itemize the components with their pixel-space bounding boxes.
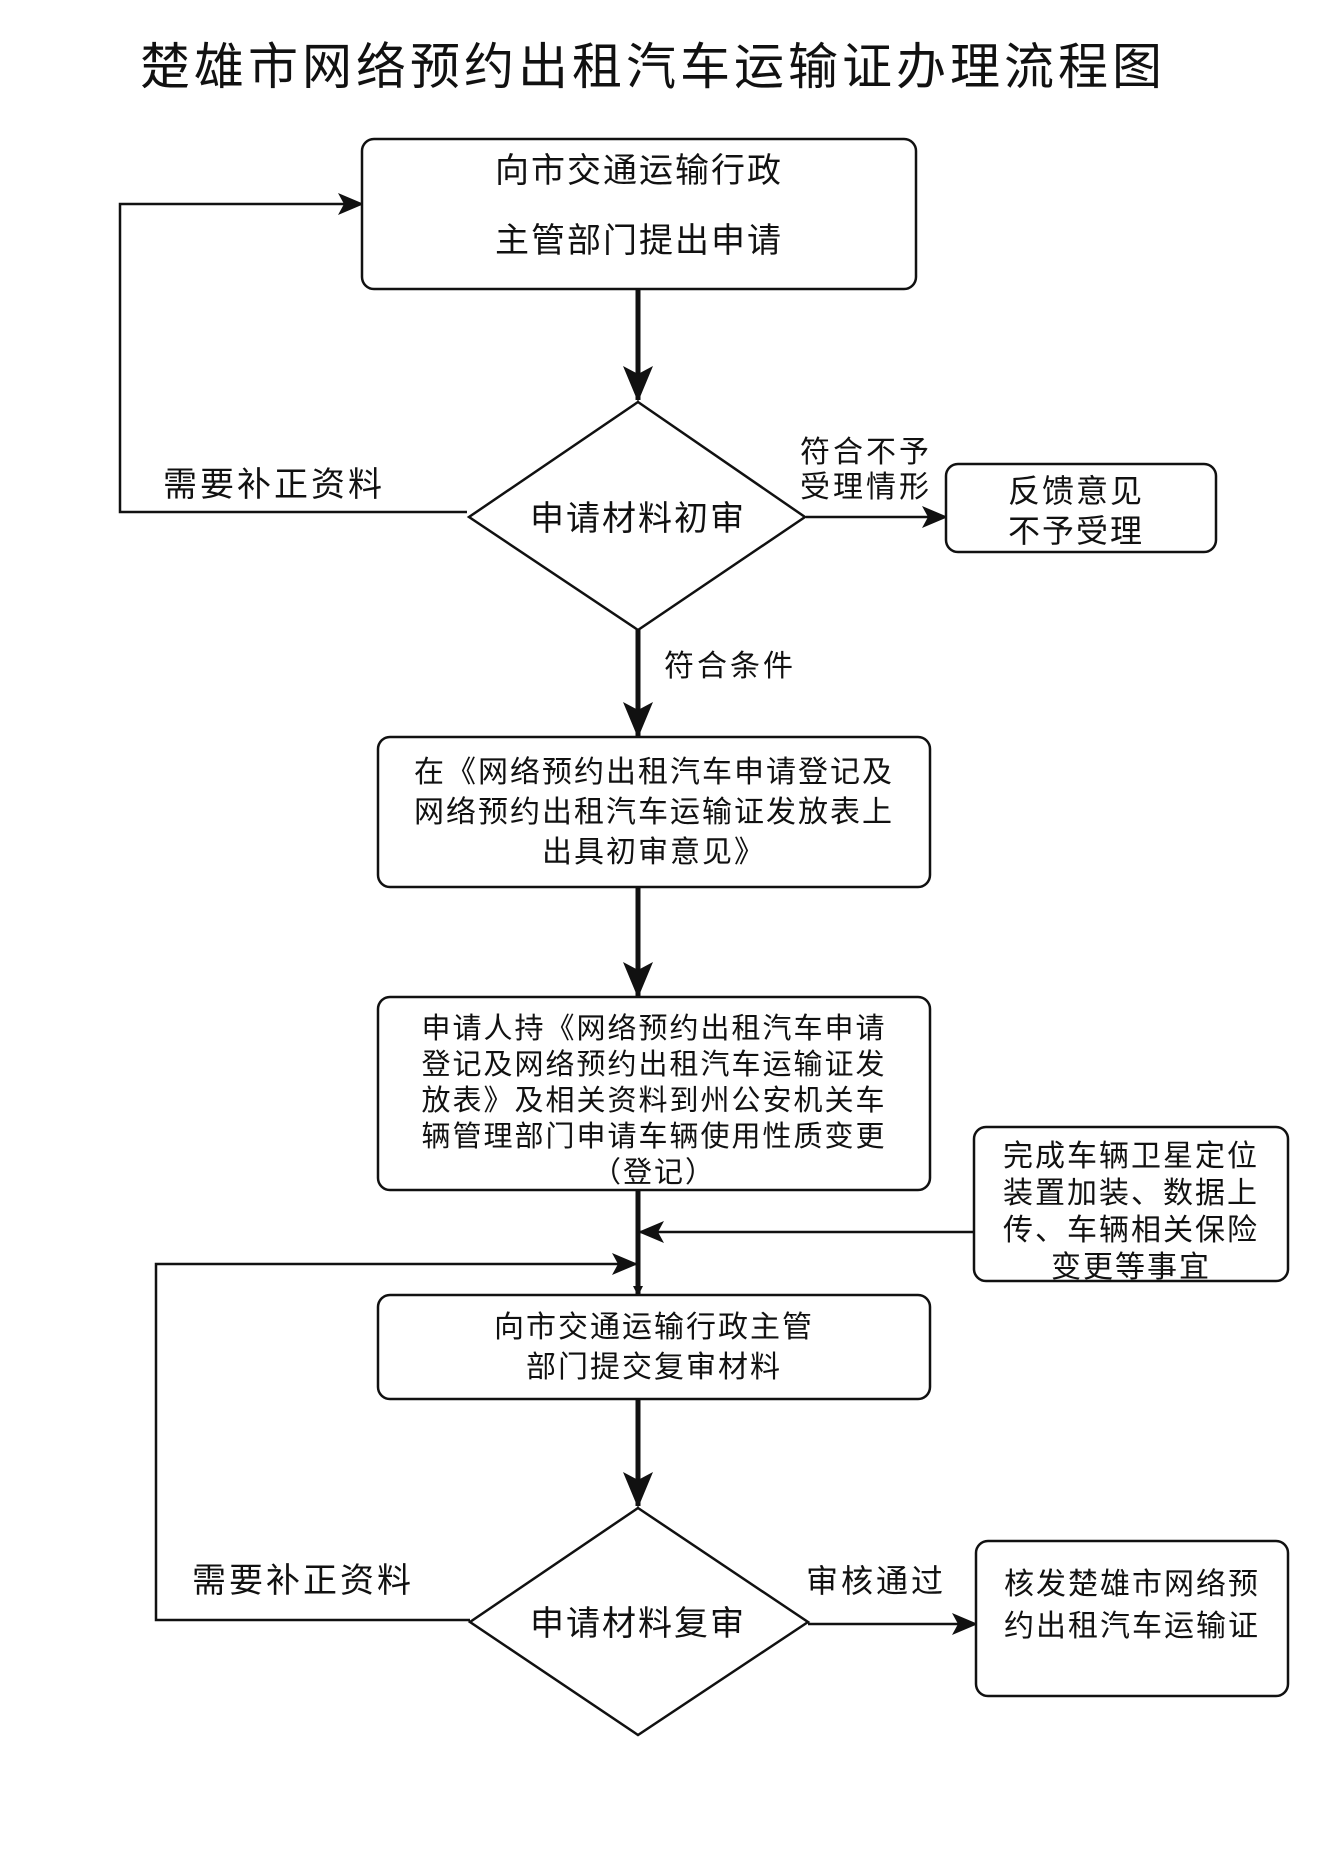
node-initial-opinion-line-2: 网络预约出租汽车运输证发放表上 xyxy=(414,795,894,830)
node-vehicle-change: 申请人持《网络预约出租汽车申请 登记及网络预约出租汽车运输证发 放表》及相关资料… xyxy=(376,995,932,1192)
node-reject-line-1: 反馈意见 xyxy=(1008,472,1144,510)
node-apply: 向市交通运输行政 主管部门提出申请 xyxy=(360,137,918,291)
edge-label-approved: 审核通过 xyxy=(806,1562,946,1600)
node-issue-line-1: 核发楚雄市网络预 xyxy=(1004,1567,1260,1602)
node-satellite-line-4: 变更等事宜 xyxy=(1051,1250,1211,1285)
node-vehicle-change-line-4: 辆管理部门申请车辆使用性质变更 xyxy=(421,1119,886,1153)
edge-label-not-accept-line-2: 受理情形 xyxy=(800,470,932,505)
edge-initial-review-supplement xyxy=(118,193,467,514)
node-issue-line-2: 约出租汽车运输证 xyxy=(1004,1609,1260,1644)
node-satellite-line-3: 传、车辆相关保险 xyxy=(1003,1213,1259,1248)
edge-label-not-accept-line-1: 符合不予 xyxy=(800,435,932,470)
node-vehicle-change-line-5: （登记） xyxy=(592,1155,716,1189)
node-apply-line-2: 主管部门提出申请 xyxy=(495,221,783,261)
edge-label-supplement-1: 需要补正资料 xyxy=(163,465,385,505)
node-initial-review: 申请材料初审 xyxy=(466,400,808,632)
node-vehicle-change-line-2: 登记及网络预约出租汽车运输证发 xyxy=(421,1047,886,1081)
node-submit-review: 向市交通运输行政主管 部门提交复审材料 xyxy=(376,1293,932,1401)
node-initial-review-label: 申请材料初审 xyxy=(530,499,746,539)
node-satellite: 完成车辆卫星定位 装置加装、数据上 传、车辆相关保险 变更等事宜 xyxy=(972,1125,1290,1285)
node-vehicle-change-line-3: 放表》及相关资料到州公安机关车 xyxy=(421,1083,886,1117)
edge-label-meets: 符合条件 xyxy=(664,649,796,684)
node-reject-line-2: 不予受理 xyxy=(1008,512,1144,550)
node-initial-opinion: 在《网络预约出租汽车申请登记及 网络预约出租汽车运输证发放表上 出具初审意见》 xyxy=(376,735,932,889)
node-second-review-label: 申请材料复审 xyxy=(530,1604,746,1644)
node-apply-line-1: 向市交通运输行政 xyxy=(495,151,783,191)
node-reject: 反馈意见 不予受理 xyxy=(944,462,1218,554)
edge-second-review-supplement xyxy=(154,1253,638,1622)
node-satellite-line-1: 完成车辆卫星定位 xyxy=(1003,1139,1259,1174)
node-satellite-line-2: 装置加装、数据上 xyxy=(1003,1176,1259,1211)
node-vehicle-change-line-1: 申请人持《网络预约出租汽车申请 xyxy=(421,1011,886,1045)
edge-label-supplement-2: 需要补正资料 xyxy=(192,1561,414,1601)
node-second-review: 申请材料复审 xyxy=(467,1506,811,1737)
node-issue: 核发楚雄市网络预 约出租汽车运输证 xyxy=(974,1539,1290,1698)
page-title: 楚雄市网络预约出租汽车运输证办理流程图 xyxy=(140,38,1166,96)
node-submit-review-line-2: 部门提交复审材料 xyxy=(526,1350,782,1385)
node-initial-opinion-line-3: 出具初审意见》 xyxy=(542,835,766,870)
node-initial-opinion-line-1: 在《网络预约出租汽车申请登记及 xyxy=(414,755,894,790)
node-submit-review-line-1: 向市交通运输行政主管 xyxy=(494,1310,814,1345)
